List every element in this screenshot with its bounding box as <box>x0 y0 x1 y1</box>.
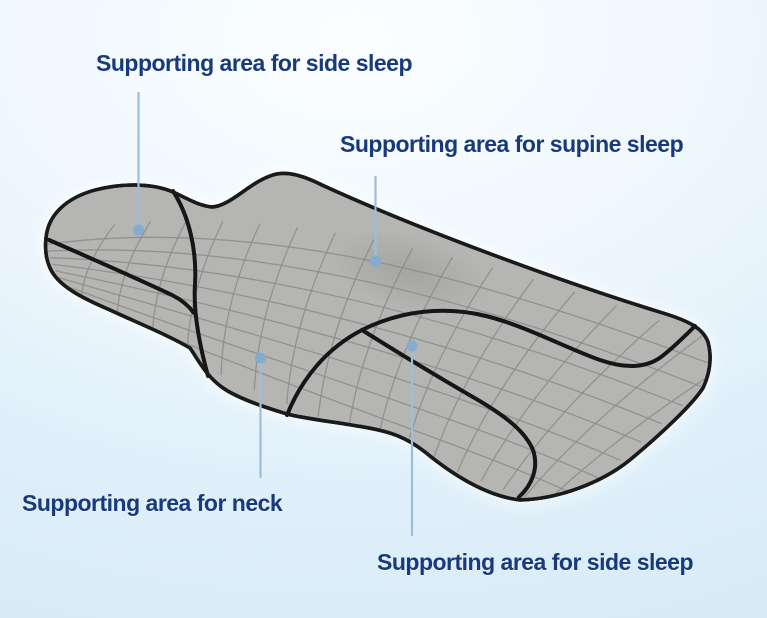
label-side-sleep-left: Supporting area for side sleep <box>96 50 413 76</box>
left-front-crease-line <box>47 238 196 315</box>
supine-depression-shading <box>325 229 491 315</box>
leader-dot-neck <box>255 352 266 364</box>
label-neck: Supporting area for neck <box>22 490 283 516</box>
front-crease-line <box>360 328 538 499</box>
leader-dot-supine <box>370 255 381 267</box>
label-side-sleep-right: Supporting area for side sleep <box>377 549 694 575</box>
left-bump-boundary-line <box>171 189 210 378</box>
leader-dot-side-sleep-left <box>133 224 144 236</box>
leader-dot-side-sleep-right <box>406 340 418 352</box>
label-supine-sleep: Supporting area for supine sleep <box>340 131 684 157</box>
pillow-silhouette <box>43 171 712 502</box>
right-zone-boundary-line <box>285 308 697 417</box>
pillow-outline <box>43 171 712 502</box>
